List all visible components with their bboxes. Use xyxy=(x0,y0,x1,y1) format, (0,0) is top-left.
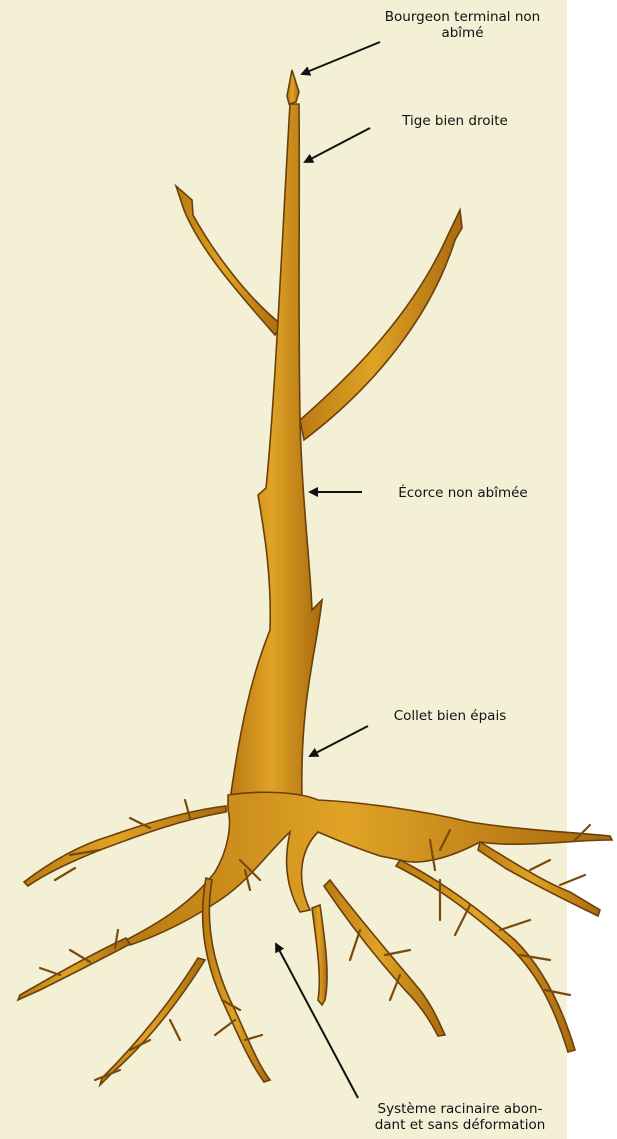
root-left-lateral xyxy=(24,806,226,886)
arrow-root-collar xyxy=(310,726,368,756)
right-branch xyxy=(300,210,462,440)
left-branch xyxy=(176,186,282,335)
label-terminal-bud: Bourgeon terminal non abîmé xyxy=(350,9,575,41)
arrow-terminal-bud xyxy=(302,42,380,74)
terminal-bud xyxy=(287,70,299,104)
arrow-root-system xyxy=(276,944,358,1098)
root-right-mid xyxy=(478,842,600,916)
root-center-down xyxy=(324,880,445,1036)
root-down-left-2 xyxy=(100,958,205,1085)
label-bark: Écorce non abîmée xyxy=(378,485,548,501)
seedling-plant xyxy=(18,70,612,1085)
label-straight-stem: Tige bien droite xyxy=(380,113,530,129)
main-stem xyxy=(230,104,322,800)
arrow-straight-stem xyxy=(305,128,370,162)
label-root-collar: Collet bien épais xyxy=(380,708,520,724)
label-root-system: Système racinaire abon- dant et sans déf… xyxy=(355,1101,565,1133)
label-terminal-bud-line-2: abîmé xyxy=(350,25,575,41)
root-far-left xyxy=(18,938,130,1000)
label-root-system-line-2: dant et sans déformation xyxy=(355,1117,565,1133)
label-terminal-bud-line-1: Bourgeon terminal non xyxy=(350,9,575,25)
root-down-left xyxy=(203,878,270,1082)
root-right-down xyxy=(312,905,327,1005)
label-root-system-line-1: Système racinaire abon- xyxy=(355,1101,565,1117)
